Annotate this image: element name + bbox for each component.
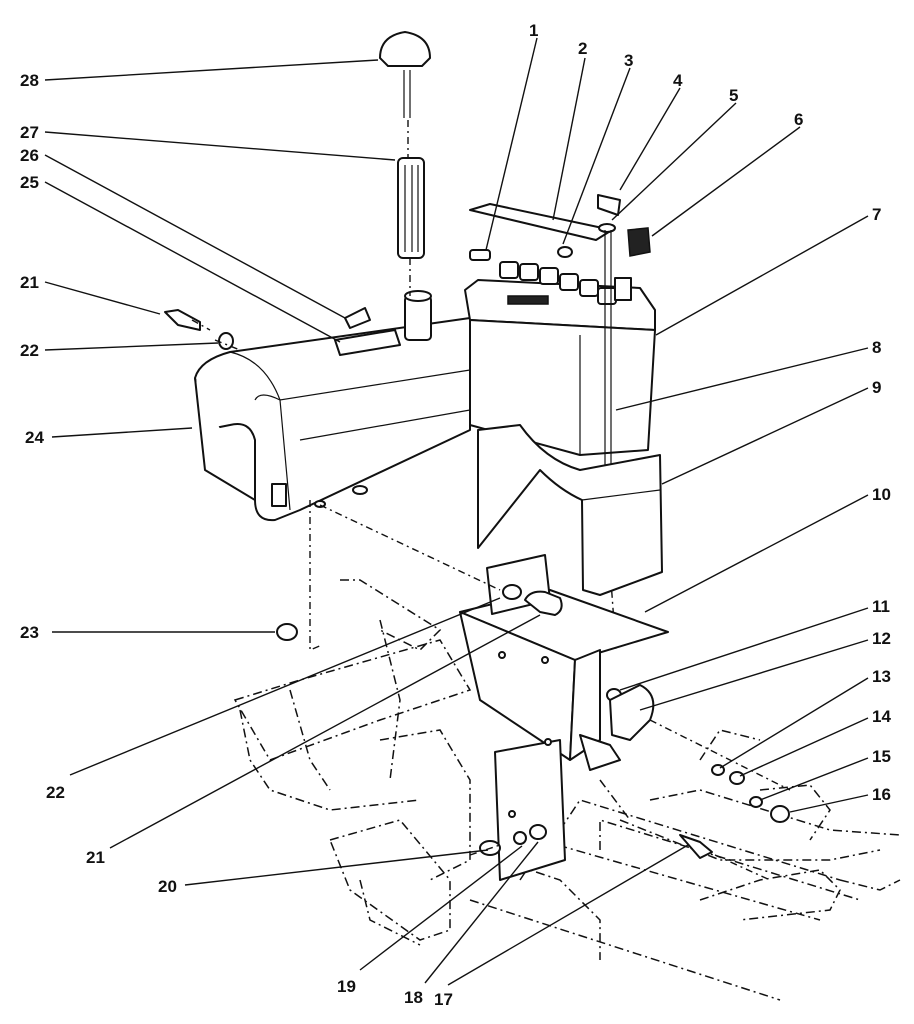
callout-21-upper: 21 bbox=[20, 273, 39, 292]
hardware-bolts bbox=[164, 309, 790, 859]
fuel-tank bbox=[194, 317, 471, 522]
callout-10: 10 bbox=[872, 485, 891, 504]
callout-20: 20 bbox=[158, 877, 177, 896]
callout-24: 24 bbox=[25, 428, 44, 447]
callout-1: 1 bbox=[529, 21, 538, 40]
callout-22-lower: 22 bbox=[46, 783, 65, 802]
callout-15: 15 bbox=[872, 747, 891, 766]
callout-3: 3 bbox=[624, 51, 633, 70]
callout-22-upper: 22 bbox=[20, 341, 39, 360]
callout-17: 17 bbox=[434, 990, 453, 1009]
fuel-filler-assembly bbox=[334, 31, 432, 356]
tractor-frame bbox=[233, 579, 901, 1001]
callout-23: 23 bbox=[20, 623, 39, 642]
leader-lines bbox=[44, 37, 869, 986]
callout-12: 12 bbox=[872, 629, 891, 648]
callout-26: 26 bbox=[20, 146, 39, 165]
callout-9: 9 bbox=[872, 378, 881, 397]
battery-tray bbox=[459, 554, 669, 881]
callout-5: 5 bbox=[729, 86, 738, 105]
callout-27: 27 bbox=[20, 123, 39, 142]
callout-8: 8 bbox=[872, 338, 881, 357]
callout-4: 4 bbox=[673, 71, 683, 90]
callout-28: 28 bbox=[20, 71, 39, 90]
callout-25: 25 bbox=[20, 173, 39, 192]
battery-cover bbox=[477, 424, 663, 596]
callout-11: 11 bbox=[872, 597, 890, 616]
callout-19: 19 bbox=[337, 977, 356, 996]
callout-21-lower: 21 bbox=[86, 848, 105, 867]
callout-13: 13 bbox=[872, 667, 891, 686]
alignment-lines bbox=[191, 319, 791, 881]
callout-16: 16 bbox=[872, 785, 891, 804]
callout-labels: 1 2 3 4 5 6 7 8 9 10 11 12 13 14 15 16 1… bbox=[20, 21, 891, 1009]
callout-18: 18 bbox=[404, 988, 423, 1007]
battery bbox=[464, 194, 656, 651]
callout-2: 2 bbox=[578, 39, 587, 58]
callout-7: 7 bbox=[872, 205, 881, 224]
callout-14: 14 bbox=[872, 707, 891, 726]
callout-6: 6 bbox=[794, 110, 803, 129]
